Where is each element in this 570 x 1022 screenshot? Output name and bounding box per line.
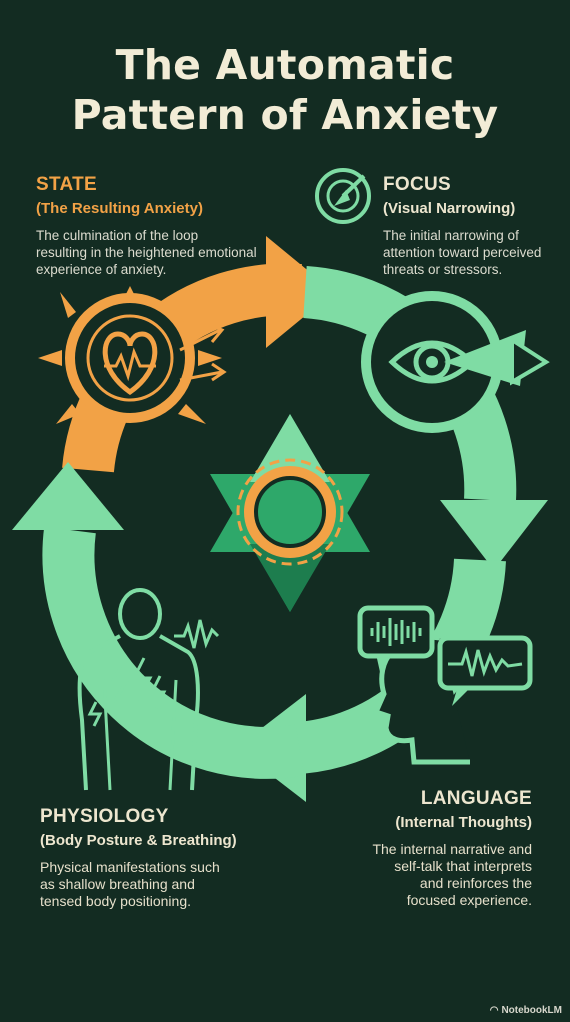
state-description-line: experience of anxiety. xyxy=(36,262,167,277)
state-heading: STATE xyxy=(36,174,97,195)
physiology-description-line: as shallow breathing and xyxy=(40,876,195,892)
state-node: STATE (The Resulting Anxiety) The culmin… xyxy=(36,174,276,278)
title-line-1: The Automatic xyxy=(115,41,455,89)
physiology-subheading: (Body Posture & Breathing) xyxy=(40,832,237,849)
brand-label: NotebookLM xyxy=(501,1005,562,1016)
focus-heading: FOCUS xyxy=(383,174,451,195)
language-heading: LANGUAGE xyxy=(420,788,532,809)
state-subheading: (The Resulting Anxiety) xyxy=(36,200,203,217)
physiology-node: PHYSIOLOGY (Body Posture & Breathing) Ph… xyxy=(40,806,300,910)
language-description-line: self-talk that interprets xyxy=(394,858,532,874)
state-description-line: resulting in the heightened emotional xyxy=(36,245,257,260)
brand-watermark: ◠NotebookLM xyxy=(490,1005,562,1016)
notebooklm-logo-icon: ◠ xyxy=(489,1005,499,1016)
physiology-description: Physical manifestations such as shallow … xyxy=(40,859,300,910)
focus-description-line: The initial narrowing of xyxy=(383,228,519,243)
language-node: LANGUAGE (Internal Thoughts) The interna… xyxy=(330,788,532,909)
physiology-description-line: Physical manifestations such xyxy=(40,859,220,875)
green-arrow-left xyxy=(12,462,305,779)
eye-target-icon xyxy=(361,291,550,433)
body-tension-icon xyxy=(77,588,220,791)
page-title: The Automatic Pattern of Anxiety xyxy=(0,40,570,140)
target-icon xyxy=(315,168,371,224)
language-description-line: focused experience. xyxy=(406,892,532,908)
focus-description: The initial narrowing of attention towar… xyxy=(383,227,563,278)
physiology-heading: PHYSIOLOGY xyxy=(40,806,169,827)
head-speech-icon xyxy=(357,605,533,765)
title-line-2: Pattern of Anxiety xyxy=(71,91,499,139)
focus-node: FOCUS (Visual Narrowing) The initial nar… xyxy=(383,174,563,278)
state-description-line: The culmination of the loop xyxy=(36,228,199,243)
physiology-description-line: tensed body positioning. xyxy=(40,893,191,909)
focus-subheading: (Visual Narrowing) xyxy=(383,200,516,217)
state-description: The culmination of the loop resulting in… xyxy=(36,227,276,278)
star-core-icon xyxy=(210,414,370,612)
focus-description-line: attention toward perceived xyxy=(383,245,542,260)
focus-description-line: threats or stressors. xyxy=(383,262,503,277)
language-description: The internal narrative and self-talk tha… xyxy=(330,841,532,909)
language-description-line: and reinforces the xyxy=(419,875,532,891)
language-subheading: (Internal Thoughts) xyxy=(395,814,532,831)
language-description-line: The internal narrative and xyxy=(372,841,532,857)
heart-pulse-icon xyxy=(38,282,227,424)
